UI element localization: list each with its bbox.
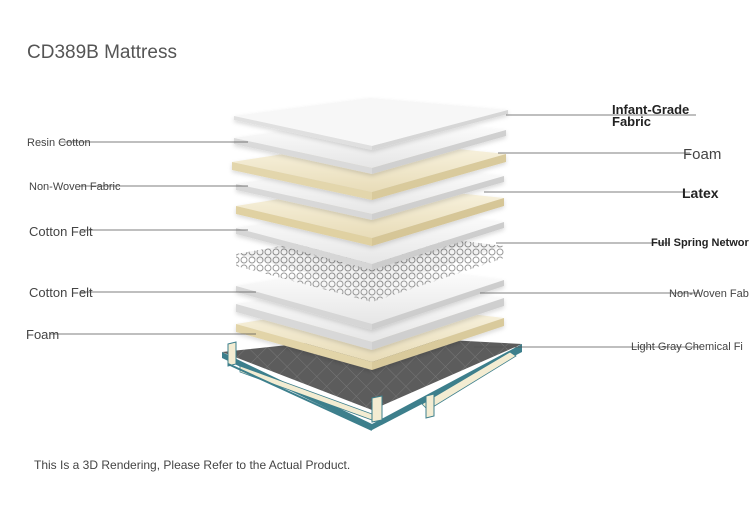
label-non-woven-fabric-left: Non-Woven Fabric [29, 181, 121, 193]
base-frame [222, 336, 522, 431]
label-latex: Latex [682, 185, 719, 201]
label-foam-bottom: Foam [26, 327, 60, 342]
label-foam-top: Foam [683, 146, 722, 163]
label-cotton-felt-2: Cotton Felt [29, 285, 93, 300]
footnote: This Is a 3D Rendering, Please Refer to … [34, 458, 351, 472]
label-full-spring-network: Full Spring Networ [651, 237, 749, 249]
label-infant-line1: Infant-Grade [612, 102, 690, 117]
label-cotton-felt-1: Cotton Felt [29, 224, 93, 239]
page-title: CD389B Mattress [27, 42, 177, 63]
label-infant-line2: Fabric [612, 114, 652, 129]
label-light-gray-chemical-fiber: Light Gray Chemical Fi [631, 341, 743, 353]
label-resin-cotton: Resin Cotton [27, 137, 91, 149]
leader-lines [50, 114, 700, 348]
label-non-woven-fabric-right: Non-Woven Fab [669, 288, 749, 300]
layer-infant-fabric [234, 98, 508, 150]
label-infant-grade-fabric: Infant-Grade Fabric [612, 102, 690, 129]
